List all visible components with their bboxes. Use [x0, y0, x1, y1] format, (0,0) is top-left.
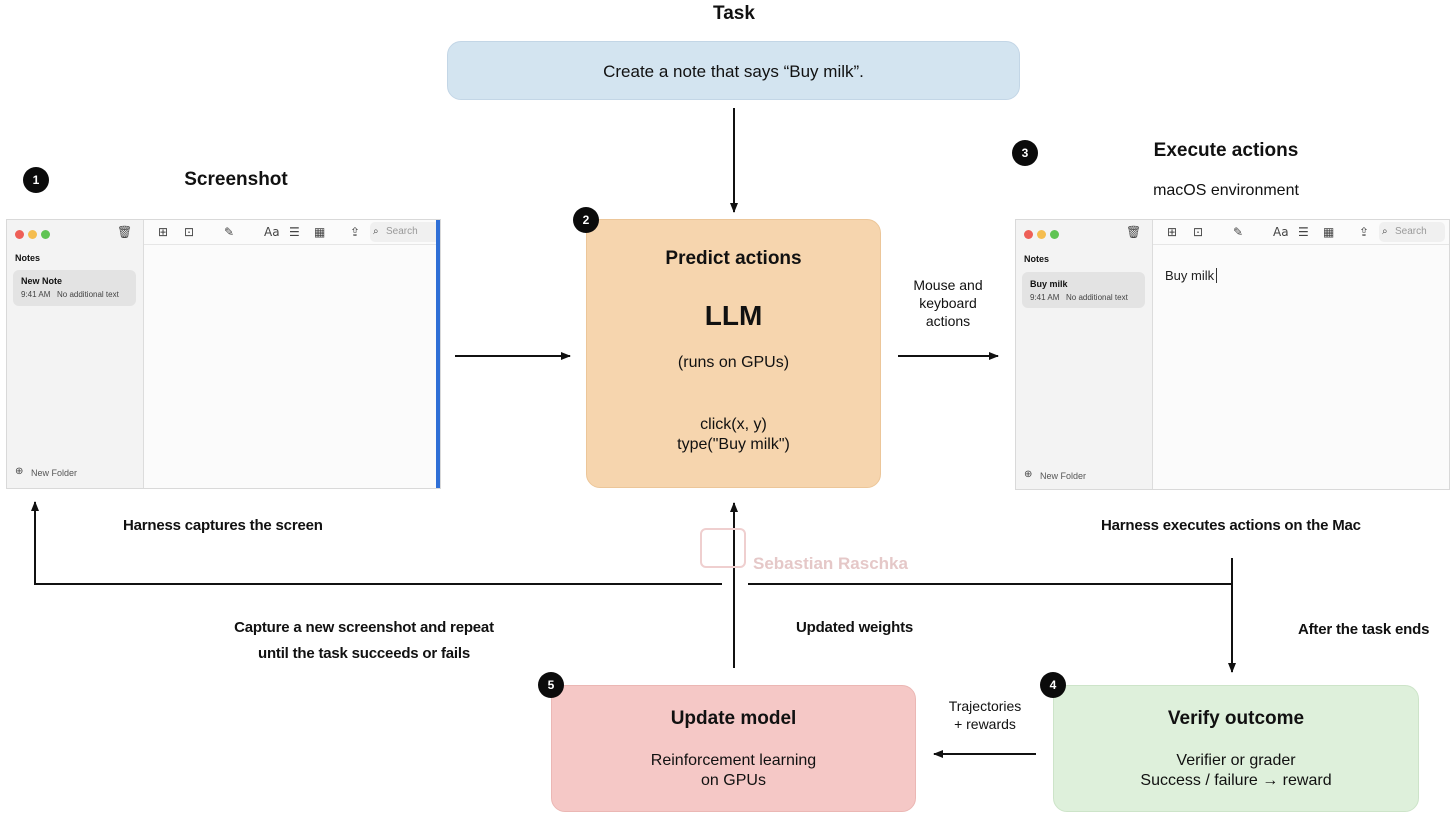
new-folder-icon[interactable]: ⊕	[1024, 469, 1033, 480]
notes-window-before: 🗑 Notes New Note 9:41 AM No additional t…	[6, 219, 441, 489]
capture-repeat-label: Capture a new screenshot and repeat unti…	[214, 615, 514, 667]
notes-sidebar: 🗑 Notes New Note 9:41 AM No additional t…	[7, 220, 144, 488]
new-folder-icon[interactable]: ⊕	[15, 466, 24, 477]
verify-heading: Verify outcome	[1167, 708, 1305, 729]
step-number-2: 2	[573, 207, 599, 233]
mouse-keyboard-line-1: Mouse and	[913, 277, 983, 293]
search-placeholder: Search	[386, 226, 418, 237]
checklist-icon[interactable]: ☰	[1298, 225, 1309, 239]
new-folder-button[interactable]: New Folder	[1040, 471, 1087, 481]
note-title: Buy milk	[1030, 279, 1068, 289]
sidebar-toggle-icon[interactable]: ⊞	[158, 225, 169, 239]
zoom-window-icon[interactable]	[1050, 230, 1059, 239]
note-preview: No additional text	[1066, 293, 1128, 302]
close-window-icon[interactable]	[1024, 230, 1033, 239]
updated-weights-label: Updated weights	[796, 619, 914, 636]
compose-icon[interactable]: ✎	[1233, 225, 1244, 239]
notes-sidebar-header: Notes	[1024, 254, 1050, 264]
notes-sidebar-header: Notes	[15, 253, 41, 263]
notes-sidebar: 🗑 Notes Buy milk 9:41 AM No additional t…	[1016, 220, 1153, 489]
toolbar-divider	[144, 244, 440, 245]
note-time: 9:41 AM	[1030, 293, 1060, 302]
checklist-icon[interactable]: ☰	[289, 225, 300, 239]
minimize-window-icon[interactable]	[28, 230, 37, 239]
llm-label: LLM	[704, 300, 763, 331]
window-edge-highlight	[436, 220, 440, 488]
format-icon[interactable]: Aa	[1273, 225, 1289, 239]
new-folder-button[interactable]: New Folder	[31, 468, 78, 478]
action-click: click(x, y)	[700, 416, 767, 433]
task-text: Create a note that says “Buy milk”.	[603, 62, 864, 81]
close-window-icon[interactable]	[15, 230, 24, 239]
step-number-4: 4	[1040, 672, 1066, 698]
runs-on-gpus: (runs on GPUs)	[677, 354, 790, 371]
mouse-keyboard-line-3: actions	[925, 313, 971, 329]
execute-subheading: macOS environment	[1153, 182, 1299, 199]
update-heading: Update model	[670, 708, 797, 729]
harness-executes-label: Harness executes actions on the Mac	[1101, 517, 1361, 534]
trajectories-line-2: + rewards	[954, 716, 1016, 732]
step-number-1: 1	[23, 167, 49, 193]
gallery-icon[interactable]: ⊡	[1193, 225, 1204, 239]
search-input[interactable]: ⌕ Search	[1379, 222, 1445, 242]
note-list-item[interactable]: Buy milk 9:41 AM No additional text	[1022, 272, 1145, 308]
table-icon[interactable]: ▦	[1323, 225, 1335, 239]
action-type: type("Buy milk")	[677, 436, 790, 453]
screenshot-heading: Screenshot	[184, 169, 288, 190]
step-number-5: 5	[538, 672, 564, 698]
gallery-icon[interactable]: ⊡	[184, 225, 195, 239]
execute-heading: Execute actions	[1153, 140, 1299, 161]
note-body-text[interactable]: Buy milk	[1165, 268, 1218, 283]
search-placeholder: Search	[1395, 226, 1427, 237]
mouse-keyboard-line-2: keyboard	[919, 295, 977, 311]
minimize-window-icon[interactable]	[1037, 230, 1046, 239]
task-heading: Task	[713, 3, 755, 24]
verify-line-2: Success / failure → reward	[1140, 772, 1332, 789]
update-box: Update model Reinforcement learning on G…	[551, 685, 916, 812]
after-task-label: After the task ends	[1298, 621, 1430, 638]
notes-editor[interactable]: ⊞ ⊡ ✎ Aa ☰ ▦ ⇪ ⌕ Search Buy milk	[1153, 220, 1449, 489]
trash-icon[interactable]: 🗑	[1126, 225, 1142, 239]
search-input[interactable]: ⌕ Search	[370, 222, 440, 242]
note-list-item[interactable]: New Note 9:41 AM No additional text	[13, 270, 136, 306]
predict-heading: Predict actions	[665, 248, 802, 269]
trash-icon[interactable]: 🗑	[117, 225, 133, 239]
watermark-logo	[700, 528, 746, 568]
compose-icon[interactable]: ✎	[224, 225, 235, 239]
table-icon[interactable]: ▦	[314, 225, 326, 239]
note-title: New Note	[21, 276, 63, 286]
search-icon: ⌕	[373, 226, 379, 237]
step-number-3: 3	[1012, 140, 1038, 166]
note-time: 9:41 AM	[21, 290, 51, 299]
zoom-window-icon[interactable]	[41, 230, 50, 239]
format-icon[interactable]: Aa	[264, 225, 280, 239]
arrow-loop-to-screenshot	[31, 501, 722, 585]
share-icon[interactable]: ⇪	[1359, 225, 1370, 239]
search-icon: ⌕	[1382, 226, 1388, 237]
capture-repeat-line-1: Capture a new screenshot and repeat	[234, 619, 494, 636]
verify-box: Verify outcome Verifier or grader Succes…	[1053, 685, 1419, 812]
watermark-text: Sebastian Raschka	[753, 554, 908, 573]
task-box: Create a note that says “Buy milk”.	[447, 41, 1020, 100]
verify-line-1: Verifier or grader	[1176, 752, 1296, 769]
capture-repeat-line-2: until the task succeeds or fails	[257, 645, 470, 662]
trajectories-label: Trajectories + rewards	[934, 697, 1036, 733]
toolbar-divider	[1153, 244, 1449, 245]
notes-editor[interactable]: ⊞ ⊡ ✎ Aa ☰ ▦ ⇪ ⌕ Search	[144, 220, 440, 488]
note-preview: No additional text	[57, 290, 119, 299]
update-line-2: on GPUs	[701, 772, 766, 789]
predict-box: Predict actions LLM (runs on GPUs) click…	[586, 219, 881, 488]
update-line-1: Reinforcement learning	[650, 752, 817, 769]
sidebar-toggle-icon[interactable]: ⊞	[1167, 225, 1178, 239]
mouse-keyboard-label: Mouse and keyboard actions	[898, 276, 998, 330]
harness-captures-label: Harness captures the screen	[123, 517, 323, 534]
notes-window-after: 🗑 Notes Buy milk 9:41 AM No additional t…	[1015, 219, 1450, 490]
trajectories-line-1: Trajectories	[948, 698, 1022, 714]
share-icon[interactable]: ⇪	[350, 225, 361, 239]
